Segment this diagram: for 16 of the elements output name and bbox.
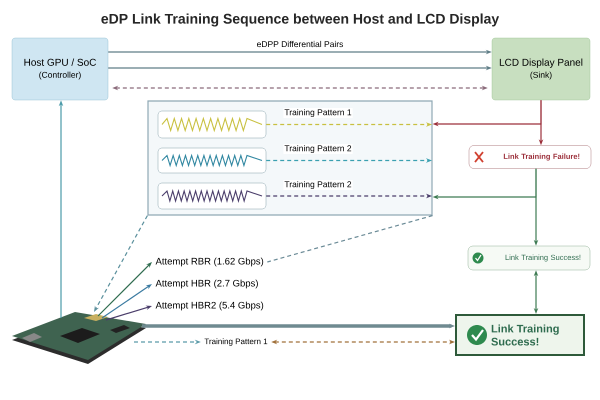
display-box: LCD Display Panel (Sink) (492, 38, 590, 100)
edge-label: Training Pattern 2 (283, 180, 353, 190)
waveform-box (158, 182, 266, 210)
waveform-box (158, 110, 266, 138)
edge-label: Training Pattern 2 (283, 144, 353, 154)
attempt-label: Attempt HBR2 (5.4 Gbps) (156, 302, 264, 310)
host-box: Host GPU / SoC (Controller) (12, 38, 108, 100)
attempt-label: Attempt HBR (2.7 Gbps) (156, 280, 258, 288)
edge-label: Training Pattern 1 (283, 108, 353, 118)
attempt-label: Attempt RBR (1.62 Gbps) (156, 258, 264, 266)
circuit-board-drawing (12, 312, 146, 364)
pattern-label: Training Pattern 1 (204, 338, 268, 346)
title: eDP Link Training Sequence between Host and LCD Display (101, 13, 500, 27)
success-box: Link Training Success! (455, 314, 585, 356)
waveform-box (158, 148, 266, 174)
edge-label: eDPP Differential Pairs (256, 40, 344, 48)
